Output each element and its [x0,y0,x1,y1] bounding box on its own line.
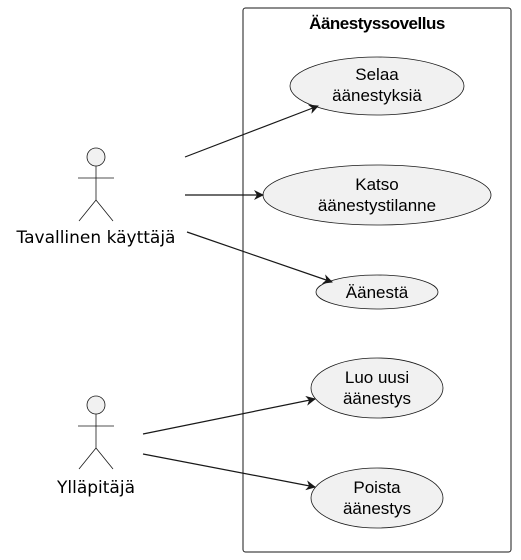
actor-regular-user: Tavallinen käyttäjä [16,147,176,248]
association-arrow [142,453,316,491]
association-arrow [184,104,319,158]
use-case-line: Äänestä [346,283,409,302]
use-case-line: Poista [353,478,401,497]
use-case-line: äänestys [343,499,411,518]
use-case-line: äänestys [343,389,411,408]
actor-admin: Ylläpitäjä [56,395,135,498]
use-case-line: äänestyksiä [332,86,422,105]
use-case-vote: Äänestä [315,274,439,310]
system-title: Äänestyssovellus [309,14,445,33]
stick-figure-icon [78,147,114,222]
association-arrow [186,231,333,284]
use-case-line: äänestystilanne [318,196,436,215]
use-case-line: Selaa [355,65,399,84]
association-arrow [142,395,316,435]
use-case-create-vote: Luo uusi äänestys [310,357,444,419]
use-case-line: Luo uusi [345,368,409,387]
actor-label: Tavallinen käyttäjä [16,228,176,248]
use-case-delete-vote: Poista äänestys [310,467,444,529]
stick-figure-icon [78,395,114,470]
use-case-line: Katso [355,175,398,194]
actor-label: Ylläpitäjä [56,478,135,498]
use-case-browse-votes: Selaa äänestyksiä [289,56,465,116]
use-case-view-vote-status: Katso äänestystilanne [262,164,492,226]
